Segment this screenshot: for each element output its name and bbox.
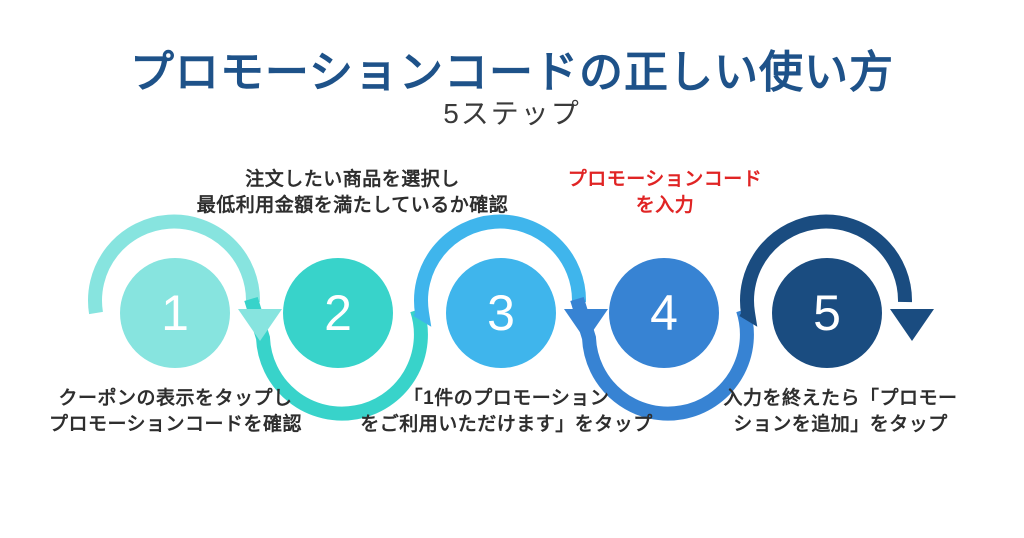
step-circle-5: 5 (772, 258, 882, 368)
flow-arc-step-4 (570, 296, 754, 421)
arrow-down-icon (238, 309, 282, 341)
flow-arc-step-5 (739, 214, 913, 327)
step-label-4: プロモーションコード を入力 (495, 167, 835, 219)
step-label-1: クーポンの表示をタップし プロモーションコードを確認 (3, 386, 348, 438)
flow-arc-step-2 (244, 296, 428, 421)
step-circle-1: 1 (120, 258, 230, 368)
step-number: 2 (324, 285, 352, 341)
step-label-line: プロモーションコード (567, 169, 763, 190)
step-number: 5 (813, 285, 841, 341)
step-label-line: 入力を終えたら「プロモー (723, 388, 958, 409)
arrow-down-icon (890, 309, 934, 341)
step-number: 4 (650, 285, 678, 341)
step-label-line: プロモーションコードを確認 (48, 414, 303, 435)
step-number: 1 (161, 285, 189, 341)
step-label-line: ションを追加」をタップ (733, 414, 948, 435)
step-label-3: 「1件のプロモーション をご利用いただけます」をタップ (334, 386, 679, 438)
flow-arc-step-1 (88, 214, 261, 315)
step-circle-3: 3 (446, 258, 556, 368)
step-label-line: を入力 (635, 195, 695, 216)
step-label-line: をご利用いただけます」をタップ (360, 414, 653, 435)
step-number: 3 (487, 285, 515, 341)
step-label-2: 注文したい商品を選択し 最低利用金額を満たしているか確認 (180, 167, 525, 219)
step-label-5: 入力を終えたら「プロモー ションを追加」をタップ (668, 386, 1013, 438)
step-circle-4: 4 (609, 258, 719, 368)
arrow-down-icon (564, 309, 608, 341)
page-subtitle: 5ステップ (443, 98, 581, 129)
flow-arc-step-3 (413, 214, 587, 327)
step-circle-2: 2 (283, 258, 393, 368)
step-label-line: クーポンの表示をタップし (58, 388, 293, 409)
step-label-line: 最低利用金額を満たしているか確認 (196, 195, 509, 216)
step-label-line: 「1件のプロモーション (403, 388, 610, 409)
page-title: プロモーションコードの正しい使い方 (129, 48, 895, 97)
step-label-line: 注文したい商品を選択し (245, 169, 460, 190)
